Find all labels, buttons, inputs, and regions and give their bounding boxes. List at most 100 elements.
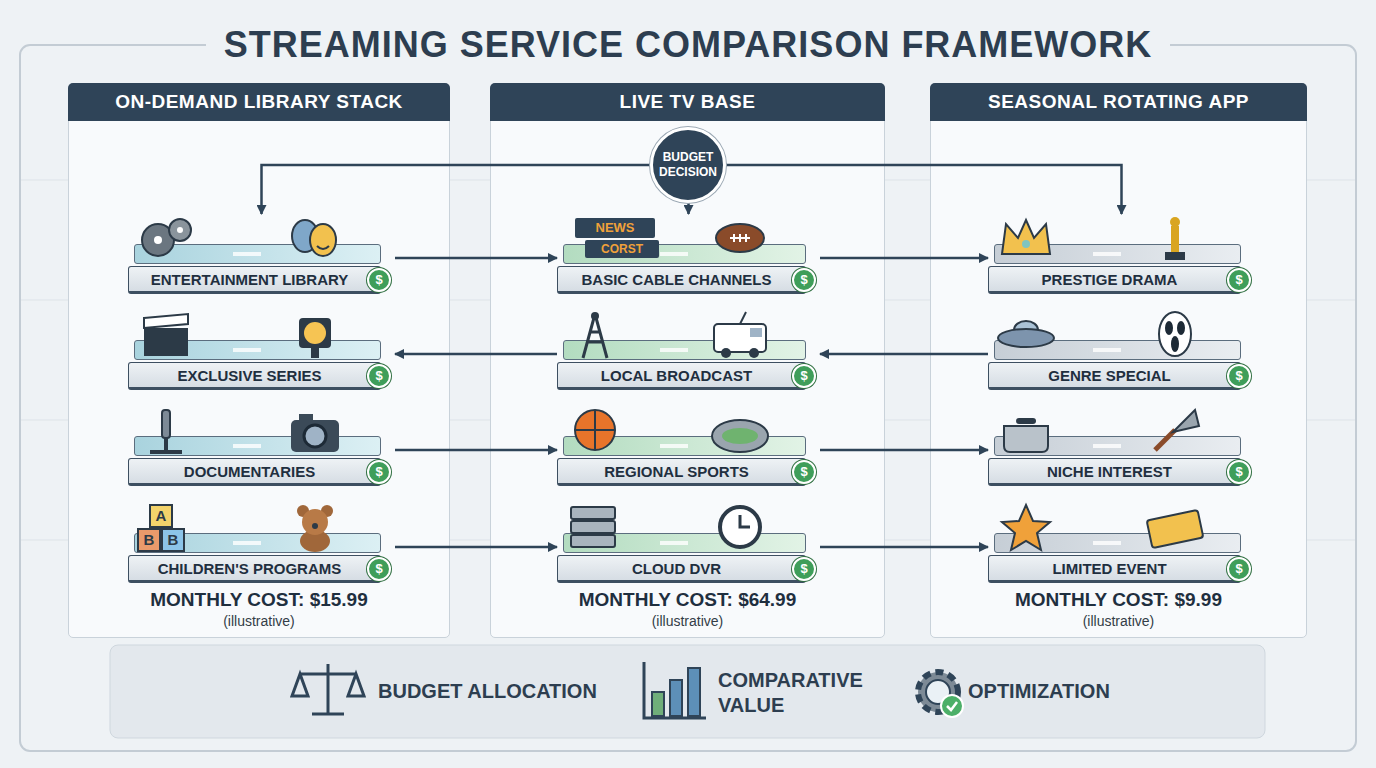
graphic-part bbox=[749, 348, 759, 358]
graphic-part bbox=[721, 348, 731, 358]
icon bbox=[714, 312, 766, 358]
price-badge: $ bbox=[792, 268, 816, 292]
shelf-label: REGIONAL SPORTS bbox=[557, 458, 806, 486]
shelf-label: EXCLUSIVE SERIES bbox=[128, 362, 381, 390]
graphic-part bbox=[750, 328, 762, 337]
sign-text: CORST bbox=[585, 240, 659, 258]
price-badge: $ bbox=[792, 557, 816, 581]
flow-arrow bbox=[820, 353, 988, 356]
icon bbox=[1004, 418, 1048, 452]
price-badge: $ bbox=[792, 460, 816, 484]
diagram-title: STREAMING SERVICE COMPARISON FRAMEWORK bbox=[206, 24, 1171, 66]
price-badge: $ bbox=[1227, 364, 1251, 388]
graphic-part bbox=[947, 702, 957, 710]
cost-note: (illustrative) bbox=[496, 613, 879, 629]
graphic-part bbox=[1173, 410, 1199, 432]
icon bbox=[150, 410, 182, 452]
shelf-icons bbox=[557, 503, 820, 555]
shelf-icons bbox=[557, 310, 820, 362]
shelf-icons bbox=[128, 214, 395, 266]
graphic-part bbox=[1177, 321, 1185, 335]
service-shelf: LOCAL BROADCAST$ bbox=[557, 310, 820, 398]
icon bbox=[292, 220, 336, 256]
shelf-icons bbox=[128, 406, 395, 458]
cost-note: (illustrative) bbox=[74, 613, 444, 629]
graphic-part bbox=[154, 236, 162, 244]
gear-icon bbox=[918, 672, 963, 717]
graphic-part bbox=[291, 420, 339, 452]
block-letter: B bbox=[162, 529, 184, 551]
panel-header: SEASONAL ROTATING APP bbox=[936, 83, 1301, 121]
shelf-slot bbox=[660, 541, 688, 545]
flow-arrow bbox=[395, 257, 557, 260]
service-shelf: NICHE INTEREST$ bbox=[988, 406, 1255, 494]
outer-frame bbox=[20, 45, 1356, 751]
decision-text: BUDGET DECISION bbox=[657, 150, 719, 180]
icon bbox=[291, 414, 339, 452]
graphic-part bbox=[304, 425, 326, 447]
flow-arrow bbox=[395, 353, 557, 356]
shelf-label: PRESTIGE DRAMA bbox=[988, 266, 1241, 294]
graphic-part bbox=[583, 314, 607, 358]
graphic-part bbox=[722, 428, 758, 444]
shelf-slot bbox=[233, 252, 261, 256]
graphic-part bbox=[138, 529, 160, 551]
service-shelf: ENTERTAINMENT LIBRARY$ bbox=[128, 214, 395, 302]
price-badge: $ bbox=[367, 557, 391, 581]
graphic-part bbox=[150, 438, 182, 452]
icon bbox=[1165, 217, 1185, 260]
shelf-slot bbox=[1093, 444, 1121, 448]
graphic-part bbox=[571, 535, 615, 547]
panel: ON-DEMAND LIBRARY STACKMONTHLY COST: $15… bbox=[68, 83, 450, 638]
shelf-label: LIMITED EVENT bbox=[988, 555, 1241, 583]
bottom-band bbox=[110, 645, 1265, 738]
shelf-icons bbox=[988, 406, 1255, 458]
shelf-label: BASIC CABLE CHANNELS bbox=[557, 266, 806, 294]
price-badge: $ bbox=[1227, 460, 1251, 484]
shelf-slot bbox=[233, 348, 261, 352]
graphic-part bbox=[292, 674, 364, 696]
flow-arrow bbox=[395, 449, 557, 452]
graphic-part bbox=[1002, 505, 1050, 550]
price-badge: $ bbox=[367, 460, 391, 484]
icon bbox=[712, 420, 768, 452]
flow-arrow bbox=[726, 165, 1122, 214]
icon bbox=[720, 507, 760, 547]
graphic-part bbox=[714, 324, 766, 352]
graphic-part bbox=[317, 246, 329, 249]
shelf-icons bbox=[988, 214, 1255, 266]
graphic-part bbox=[740, 515, 750, 527]
graphic-part bbox=[1165, 321, 1173, 335]
graphic-part bbox=[571, 521, 615, 533]
panel-header: LIVE TV BASE bbox=[496, 83, 879, 121]
icon bbox=[571, 507, 615, 547]
graphic-part bbox=[144, 328, 188, 356]
icon bbox=[716, 224, 764, 252]
graphic-part bbox=[688, 668, 700, 716]
graphic-part bbox=[1170, 217, 1180, 227]
graphic-part bbox=[712, 420, 768, 452]
shelf-icons bbox=[988, 503, 1255, 555]
price-badge: $ bbox=[1227, 268, 1251, 292]
flow-arrow bbox=[687, 203, 690, 214]
flow-arrow bbox=[820, 449, 988, 452]
graphic-part bbox=[311, 348, 319, 358]
graphic-part bbox=[162, 529, 184, 551]
flow-arrow bbox=[820, 546, 988, 549]
graphic-part bbox=[1004, 426, 1048, 452]
service-shelf: DOCUMENTARIES$ bbox=[128, 406, 395, 494]
icon bbox=[142, 219, 191, 256]
scale-icon bbox=[292, 664, 364, 714]
decision-circle: BUDGET DECISION bbox=[650, 127, 726, 203]
graphic-part bbox=[169, 219, 191, 241]
icon bbox=[575, 410, 615, 450]
shelf-slot bbox=[660, 348, 688, 352]
graphic-part bbox=[300, 664, 356, 714]
icon bbox=[1002, 220, 1050, 254]
service-shelf: LIMITED EVENT$ bbox=[988, 503, 1255, 591]
flow-arrow bbox=[820, 257, 988, 260]
graphic-part bbox=[998, 329, 1054, 347]
graphic-part bbox=[730, 234, 750, 242]
graphic-part bbox=[1171, 226, 1179, 252]
shelf-slot bbox=[1093, 541, 1121, 545]
